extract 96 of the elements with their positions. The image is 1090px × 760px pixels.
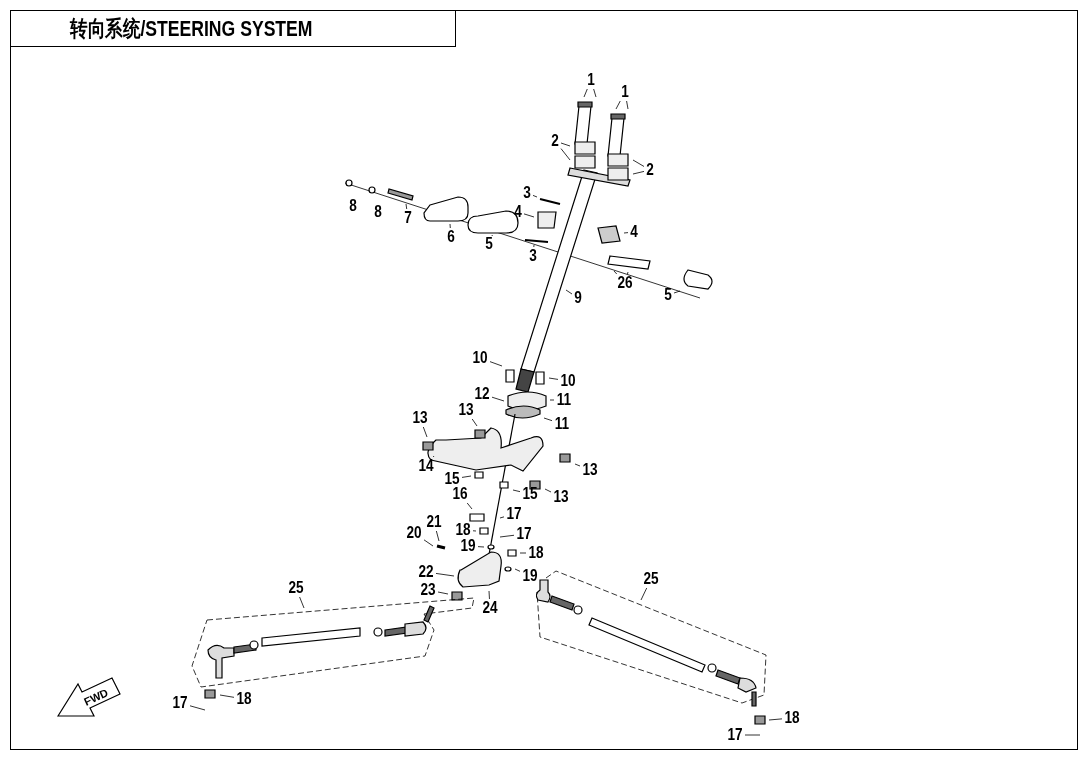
leader-line	[472, 530, 477, 532]
callout-number: 3	[523, 184, 531, 202]
leader-line	[461, 475, 472, 478]
leader-line	[499, 534, 515, 538]
leader-line	[477, 546, 485, 548]
leader-line	[623, 232, 629, 234]
callout-number: 5	[485, 235, 493, 253]
leader-line	[583, 88, 588, 98]
callout-number: 17	[727, 726, 743, 744]
callout-number: 22	[418, 563, 434, 581]
leader-line	[673, 290, 681, 294]
callout-number: 4	[514, 203, 522, 221]
leader-line	[519, 552, 527, 554]
leader-line	[422, 426, 428, 438]
leader-line	[593, 88, 597, 98]
leader-line	[768, 718, 783, 721]
leader-line	[489, 361, 503, 367]
callout-number: 14	[418, 457, 434, 475]
leader-line	[533, 244, 535, 248]
callout-number: 17	[172, 694, 188, 712]
leader-line	[405, 203, 408, 210]
leader-line	[632, 171, 645, 175]
leader-line	[565, 289, 573, 295]
leader-line	[423, 539, 434, 547]
leader-line	[189, 705, 206, 711]
callout-number: 7	[404, 209, 412, 227]
callout-number: 1	[587, 71, 595, 89]
leader-line	[532, 195, 538, 198]
callout-number: 3	[529, 247, 537, 265]
callout-number: 11	[554, 415, 570, 433]
leader-line	[512, 489, 521, 493]
callout-number: 19	[522, 567, 538, 585]
leader-line	[432, 455, 435, 458]
callout-number: 5	[664, 286, 672, 304]
callout-number: 8	[349, 197, 357, 215]
callout-number: 15	[522, 485, 538, 503]
leader-line	[435, 530, 440, 542]
callout-number: 17	[506, 505, 522, 523]
diagram-title: 转向系统/STEERING SYSTEM	[70, 15, 313, 43]
callout-number: 18	[455, 521, 471, 539]
callout-number: 17	[516, 525, 532, 543]
leader-line	[627, 271, 629, 275]
callout-number: 18	[784, 709, 800, 727]
leader-line	[491, 396, 505, 402]
leader-line	[615, 100, 621, 110]
leader-line	[560, 148, 571, 161]
callout-number: 16	[452, 485, 468, 503]
leader-line	[574, 463, 581, 467]
leader-line	[549, 399, 555, 401]
callout-number: 15	[444, 470, 460, 488]
callout-number: 10	[472, 349, 488, 367]
callout-number: 18	[236, 690, 252, 708]
callout-number: 18	[528, 544, 544, 562]
leader-line	[544, 488, 552, 493]
leader-line	[219, 694, 235, 698]
callout-number: 19	[460, 537, 476, 555]
callout-number: 20	[406, 524, 422, 542]
callout-number: 11	[556, 391, 572, 409]
leader-line	[613, 270, 618, 275]
callout-number: 25	[288, 579, 304, 597]
callout-number: 4	[630, 223, 638, 241]
callout-number: 23	[420, 581, 436, 599]
leader-line	[626, 100, 629, 110]
callout-number: 25	[643, 570, 659, 588]
leader-line	[523, 213, 535, 218]
leader-line	[543, 417, 553, 422]
leader-line	[466, 502, 473, 510]
callout-number: 24	[482, 599, 498, 617]
leader-line	[299, 596, 305, 609]
callout-number: 21	[426, 513, 442, 531]
callout-number: 13	[412, 409, 428, 427]
callout-number: 12	[474, 385, 490, 403]
callout-number: 9	[574, 289, 582, 307]
callout-number: 13	[582, 461, 598, 479]
direction-label: FWD	[81, 685, 111, 710]
leader-line	[488, 590, 490, 600]
leader-line	[632, 159, 645, 167]
leader-line	[560, 142, 571, 147]
callout-number: 2	[646, 161, 654, 179]
callout-number: 26	[617, 274, 633, 292]
callout-number: 8	[374, 203, 382, 221]
leader-line	[514, 568, 521, 572]
leader-line	[471, 418, 478, 427]
leader-line	[744, 734, 761, 736]
leader-line	[499, 516, 505, 519]
leader-line	[437, 591, 449, 595]
callout-number: 1	[621, 83, 629, 101]
callout-number: 13	[458, 401, 474, 419]
callout-number: 13	[553, 488, 569, 506]
callout-number: 2	[551, 132, 559, 150]
leader-line	[640, 587, 648, 601]
callout-number: 10	[560, 372, 576, 390]
leader-line	[435, 573, 455, 577]
leader-line	[449, 223, 451, 229]
callout-number: 6	[447, 228, 455, 246]
leader-line	[548, 377, 559, 380]
